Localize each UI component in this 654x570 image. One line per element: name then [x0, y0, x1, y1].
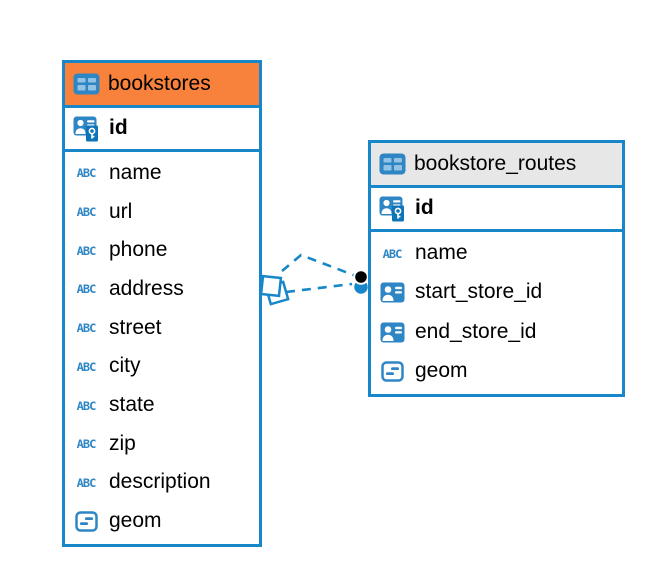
table-bookstores[interactable]: bookstores id ABC name: [62, 60, 262, 547]
table-icon: [72, 73, 100, 95]
field-label: street: [109, 315, 162, 339]
relation-line-lower: [285, 282, 353, 294]
circle-end-marker: [352, 269, 370, 296]
field-row-address[interactable]: ABC address: [65, 270, 259, 309]
table-bookstore-routes[interactable]: bookstore_routes id ABC name: [368, 140, 625, 397]
field-row-geom[interactable]: geom: [371, 352, 622, 391]
person-fk-icon: [378, 322, 406, 343]
field-label: name: [109, 160, 162, 184]
field-label: start_store_id: [415, 280, 543, 304]
bookstores-field-list: ABC name ABC url ABC phone ABC address A…: [65, 152, 259, 544]
field-row-geom[interactable]: geom: [65, 502, 259, 541]
field-label: geom: [109, 509, 162, 533]
abc-icon: ABC: [76, 205, 97, 219]
field-row-state[interactable]: ABC state: [65, 386, 259, 425]
field-label: zip: [109, 431, 136, 455]
table-bookstore-routes-header[interactable]: bookstore_routes: [371, 143, 622, 188]
field-row-start-store-id[interactable]: start_store_id: [371, 273, 622, 312]
pk-row-id[interactable]: id: [371, 188, 622, 232]
table-bookstores-header[interactable]: bookstores: [65, 63, 259, 108]
pk-row-id[interactable]: id: [65, 108, 259, 152]
pk-label: id: [415, 196, 434, 219]
field-row-zip[interactable]: ABC zip: [65, 425, 259, 464]
abc-icon: ABC: [76, 360, 97, 374]
abc-icon: ABC: [76, 321, 97, 335]
field-row-description[interactable]: ABC description: [65, 464, 259, 503]
field-label: phone: [109, 238, 168, 262]
abc-icon: ABC: [76, 244, 97, 258]
geometry-icon: [72, 511, 100, 532]
diamond-end-marker: [259, 274, 290, 306]
person-key-icon: [72, 116, 100, 142]
abc-icon: ABC: [76, 282, 97, 297]
geometry-icon: [378, 361, 406, 382]
abc-icon: ABC: [76, 166, 97, 180]
field-label: description: [109, 470, 211, 494]
field-row-city[interactable]: ABC city: [65, 348, 259, 387]
field-label: address: [109, 276, 184, 300]
field-row-street[interactable]: ABC street: [65, 309, 259, 348]
field-label: name: [415, 241, 468, 265]
abc-icon: ABC: [76, 398, 97, 413]
pk-label: id: [109, 116, 128, 139]
routes-field-list: ABC name start_store_id: [371, 232, 622, 394]
abc-icon: ABC: [382, 246, 403, 261]
relation-line-upper: [281, 253, 357, 278]
abc-icon: ABC: [76, 437, 97, 451]
field-label: geom: [415, 358, 468, 382]
field-label: city: [109, 354, 141, 378]
table-title: bookstore_routes: [414, 152, 577, 175]
person-fk-icon: [378, 282, 406, 303]
field-label: end_store_id: [415, 319, 537, 343]
person-key-icon: [378, 196, 406, 222]
field-label: url: [109, 199, 133, 223]
table-title: bookstores: [108, 72, 211, 95]
field-row-name[interactable]: ABC name: [371, 234, 622, 273]
field-label: state: [109, 393, 155, 417]
field-row-name[interactable]: ABC name: [65, 154, 259, 193]
field-row-phone[interactable]: ABC phone: [65, 231, 259, 270]
table-icon: [378, 153, 406, 175]
field-row-url[interactable]: ABC url: [65, 193, 259, 232]
field-row-end-store-id[interactable]: end_store_id: [371, 313, 622, 352]
abc-icon: ABC: [76, 476, 97, 490]
